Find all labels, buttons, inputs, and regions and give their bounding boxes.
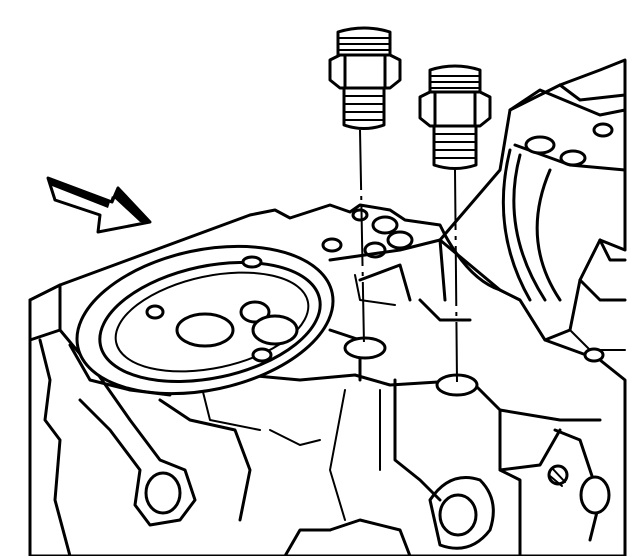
front-direction-arrow-icon bbox=[46, 176, 152, 234]
oil-passage-plug-1 bbox=[328, 26, 402, 130]
oil-passage-plug-2 bbox=[418, 64, 492, 170]
oil-pump-mounting-flange bbox=[68, 244, 362, 397]
main-bearing-saddle bbox=[438, 58, 627, 363]
plug-bore-left bbox=[343, 336, 387, 360]
install-centerlines bbox=[359, 129, 458, 383]
deck-features bbox=[321, 208, 479, 397]
